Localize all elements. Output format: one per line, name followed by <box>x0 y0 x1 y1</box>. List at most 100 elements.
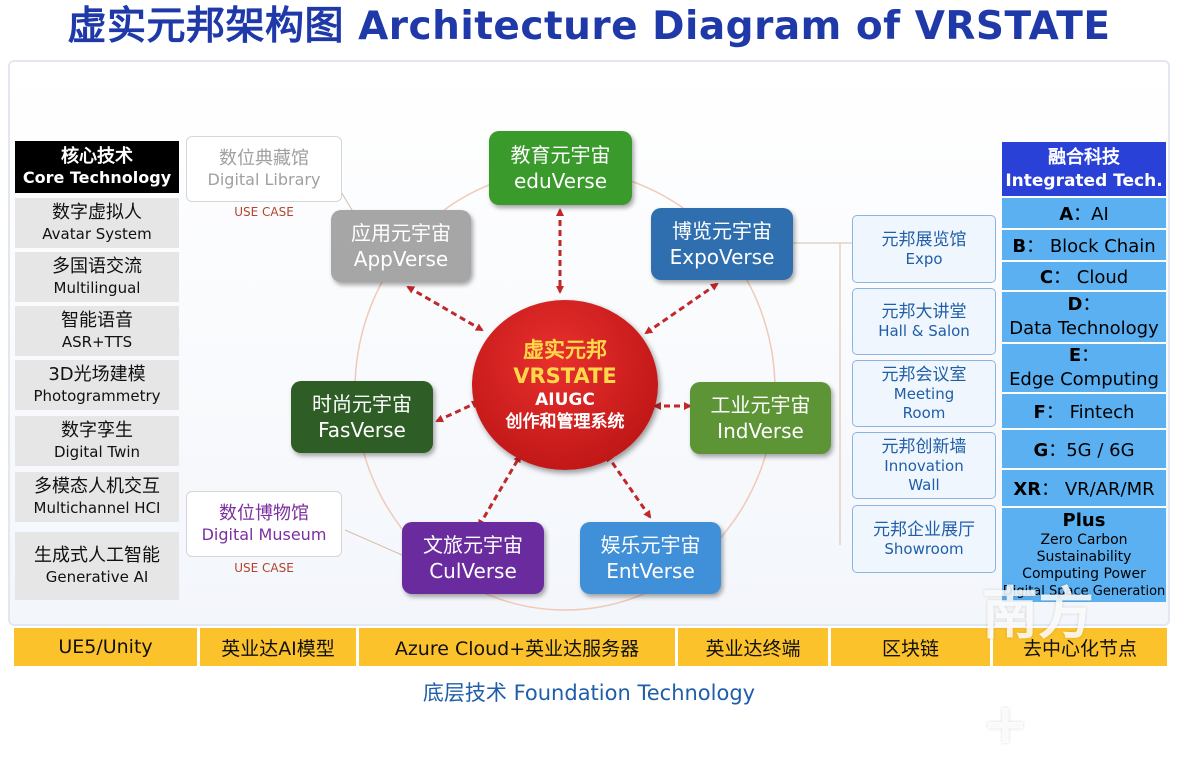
center-subtitle: AIUGC <box>535 390 595 410</box>
foundation-item-nodes: 去中心化节点 <box>993 628 1167 666</box>
core-item-en: Avatar System <box>42 225 152 243</box>
integrated-tech-item-g: G：5G / 6G <box>1002 430 1166 470</box>
museum-connector <box>344 529 403 556</box>
expo-item-innovation: 元邦创新墙 Innovation Wall <box>852 432 996 499</box>
expo-item-en: Showroom <box>884 539 964 558</box>
integrated-tech-item-d: D： Data Technology <box>1002 292 1166 344</box>
arrow-app <box>406 285 484 332</box>
node-eduverse: 教育元宇宙 eduVerse <box>489 131 632 205</box>
integrated-tech-item-c: C： Cloud <box>1002 262 1166 292</box>
use-case-tag-museum: USE CASE <box>234 561 294 575</box>
node-fasverse: 时尚元宇宙 FasVerse <box>291 381 433 453</box>
core-item-generative-ai: 生成式人工智能 Generative AI <box>15 532 179 600</box>
integrated-tech-title-cn: 融合科技 <box>1048 147 1120 168</box>
center-title-cn: 虚实元邦 <box>523 338 607 362</box>
it-label: C <box>1039 267 1054 288</box>
it-text: Cloud <box>1076 267 1129 288</box>
expo-item-cn: 元邦创新墙 <box>881 436 967 457</box>
library-title-cn: 数位典藏馆 <box>219 148 309 169</box>
integrated-tech-item-a: A：AI <box>1002 198 1166 230</box>
node-title-en: CulVerse <box>429 559 517 583</box>
it-label: A <box>1059 204 1074 225</box>
node-title-cn: 博览元宇宙 <box>672 219 772 243</box>
foundation-item-terminal: 英业达终端 <box>678 628 831 666</box>
core-item-en: Multilingual <box>53 279 141 297</box>
center-description: 创作和管理系统 <box>505 412 625 432</box>
it-label: E <box>1068 345 1082 366</box>
core-item-en: Generative AI <box>45 568 149 586</box>
expo-item-cn: 元邦展览馆 <box>881 229 967 250</box>
arrow-expo <box>644 282 719 335</box>
watermark-logo: 南方+ <box>982 582 1094 757</box>
node-title-cn: 工业元宇宙 <box>710 393 811 417</box>
foundation-item-ue5: UE5/Unity <box>14 628 200 666</box>
use-case-digital-museum: 数位博物馆 Digital Museum <box>186 491 342 557</box>
node-indverse: 工业元宇宙 IndVerse <box>690 382 831 454</box>
core-item-en: Photogrammetry <box>33 387 161 405</box>
node-title-en: eduVerse <box>513 169 608 193</box>
node-title-cn: 文旅元宇宙 <box>423 533 523 557</box>
expo-item-hall: 元邦大讲堂 Hall & Salon <box>852 288 996 355</box>
it-text: AI <box>1091 204 1109 225</box>
it-label: XR <box>1013 479 1042 500</box>
arrow-ent <box>605 453 652 519</box>
node-title-en: AppVerse <box>353 247 449 271</box>
it-text: Block Chain <box>1049 236 1156 257</box>
core-item-multilingual: 多国语交流 Multilingual <box>15 252 179 302</box>
foundation-item-azure: Azure Cloud+英业达服务器 <box>359 628 678 666</box>
integrated-tech-item-e: E： Edge Computing <box>1002 344 1166 394</box>
core-item-asr: 智能语音 ASR+TTS <box>15 306 179 356</box>
node-title-en: FasVerse <box>318 418 406 442</box>
integrated-tech-item-b: B： Block Chain <box>1002 230 1166 262</box>
expo-item-cn: 元邦企业展厅 <box>873 519 975 540</box>
node-title-cn: 教育元宇宙 <box>510 143 611 167</box>
it-label: F <box>1033 402 1046 423</box>
page-title: 虚实元邦架构图 Architecture Diagram of VRSTATE <box>67 4 1111 49</box>
it-plus-line: Sustainability <box>1036 549 1132 565</box>
node-culverse: 文旅元宇宙 CulVerse <box>402 522 544 594</box>
node-title-cn: 时尚元宇宙 <box>312 392 412 416</box>
core-technology-title-cn: 核心技术 <box>61 146 133 167</box>
expo-item-expo: 元邦展览馆 Expo <box>852 215 996 283</box>
core-item-digital-twin: 数字孪生 Digital Twin <box>15 416 179 466</box>
it-plus-line: Zero Carbon <box>1040 532 1128 548</box>
use-case-tag-library: USE CASE <box>234 205 294 219</box>
expo-item-meeting: 元邦会议室 Meeting Room <box>852 360 996 427</box>
core-item-cn: 多模态人机交互 <box>34 476 160 497</box>
node-title-en: IndVerse <box>717 419 804 443</box>
center-title-en: VRSTATE <box>513 364 617 388</box>
it-plus-line: Computing Power <box>1022 566 1146 582</box>
core-item-cn: 3D光场建模 <box>48 364 146 385</box>
expo-item-en: Innovation Wall <box>884 456 964 494</box>
core-item-hci: 多模态人机交互 Multichannel HCI <box>15 472 179 522</box>
it-text: Data Technology <box>1009 318 1159 339</box>
node-expoverse: 博览元宇宙 ExpoVerse <box>651 208 793 280</box>
arrow-cul <box>477 454 522 528</box>
use-case-digital-library: 数位典藏馆 Digital Library <box>186 136 342 202</box>
it-plus-line: Digital Space Generation <box>1002 584 1166 599</box>
expo-item-en: Hall & Salon <box>878 322 970 340</box>
node-entverse: 娱乐元宇宙 EntVerse <box>580 522 721 594</box>
center-vrstate-circle: 虚实元邦 VRSTATE AIUGC 创作和管理系统 <box>472 300 658 470</box>
core-item-cn: 多国语交流 <box>52 256 142 277</box>
core-item-en: Digital Twin <box>53 443 141 461</box>
museum-title-en: Digital Museum <box>201 525 327 544</box>
core-item-en: Multichannel HCI <box>33 499 161 517</box>
core-item-en: ASR+TTS <box>61 333 133 351</box>
core-technology-title-en: Core Technology <box>22 168 172 187</box>
node-title-en: EntVerse <box>606 559 695 583</box>
it-text: 5G / 6G <box>1066 440 1135 461</box>
it-label: B <box>1012 236 1027 257</box>
expo-item-showroom: 元邦企业展厅 Showroom <box>852 505 996 573</box>
it-label: D <box>1067 294 1083 315</box>
expo-item-cn: 元邦大讲堂 <box>881 302 967 322</box>
core-item-photogrammetry: 3D光场建模 Photogrammetry <box>15 360 179 410</box>
node-appverse: 应用元宇宙 AppVerse <box>331 210 471 282</box>
museum-title-cn: 数位博物馆 <box>219 503 309 524</box>
it-plus-label: Plus <box>1062 510 1106 531</box>
it-text: Edge Computing <box>1009 369 1159 390</box>
foundation-label: 底层技术 Foundation Technology <box>422 681 756 705</box>
core-item-cn: 数字虚拟人 <box>52 202 142 223</box>
core-item-avatar: 数字虚拟人 Avatar System <box>15 198 179 248</box>
library-title-en: Digital Library <box>207 170 321 189</box>
